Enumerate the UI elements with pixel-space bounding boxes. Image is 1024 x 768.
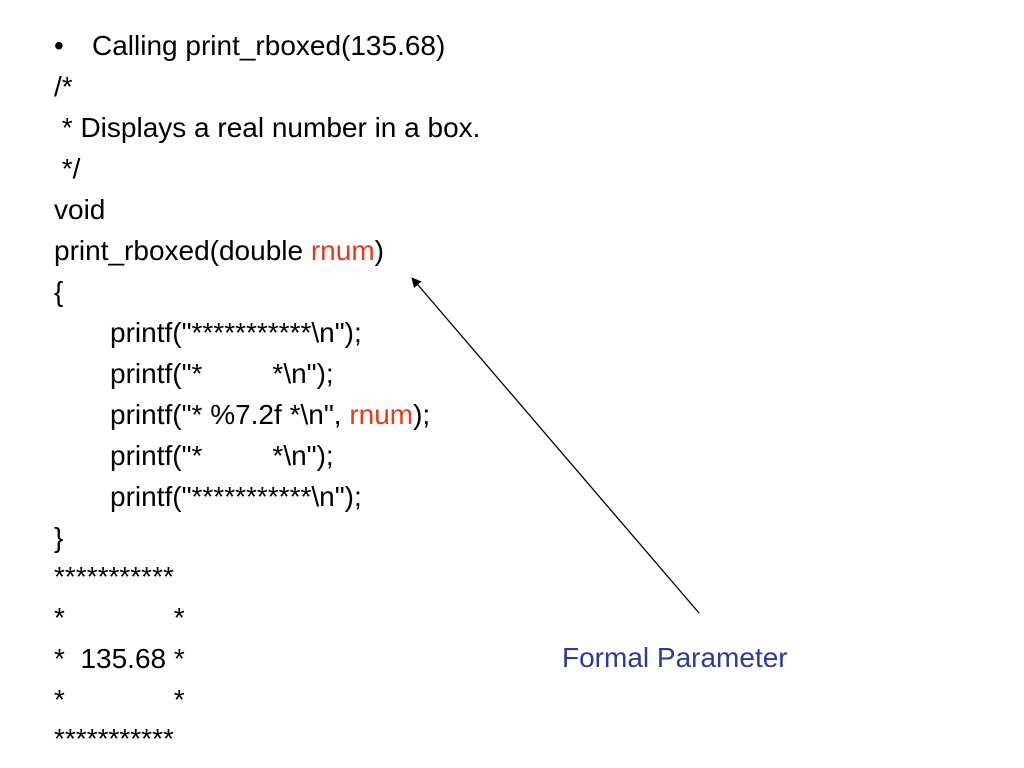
function-signature: print_rboxed(double rnum) — [54, 234, 384, 268]
bullet-text: Calling print_rboxed(135.68) — [92, 30, 446, 61]
param-name: rnum — [310, 235, 375, 266]
statement-1: printf("***********\n"); — [110, 317, 362, 348]
output-line-4: * * — [54, 684, 185, 715]
comment-open: /* — [54, 71, 73, 102]
brace-open: { — [54, 276, 64, 307]
comment-close: */ — [54, 153, 81, 184]
brace-close: } — [54, 522, 64, 553]
signature-prefix: print_rboxed(double — [54, 235, 311, 266]
statement-5: printf("***********\n"); — [110, 481, 362, 512]
annotation-label: Formal Parameter — [562, 642, 788, 673]
statement-4: printf("* *\n"); — [110, 440, 334, 471]
bullet-line: • Calling print_rboxed(135.68) — [54, 29, 445, 63]
statement-3: printf("* %7.2f *\n", rnum); — [110, 398, 430, 432]
return-type: void — [54, 194, 106, 225]
output-line-1: *********** — [54, 561, 174, 592]
comment-body: * Displays a real number in a box. — [54, 112, 481, 143]
statement-3-prefix: printf("* %7.2f *\n", — [110, 399, 350, 430]
output-line-3: * 135.68 * — [54, 643, 185, 674]
statement-3-suffix: ); — [413, 399, 431, 430]
statement-2: printf("* *\n"); — [110, 358, 334, 389]
bullet-dot: • — [54, 30, 64, 61]
arrow-line — [411, 277, 700, 614]
signature-suffix: ) — [374, 235, 384, 266]
statement-3-arg: rnum — [349, 399, 414, 430]
output-line-2: * * — [54, 602, 185, 633]
output-line-5: *********** — [54, 723, 174, 754]
